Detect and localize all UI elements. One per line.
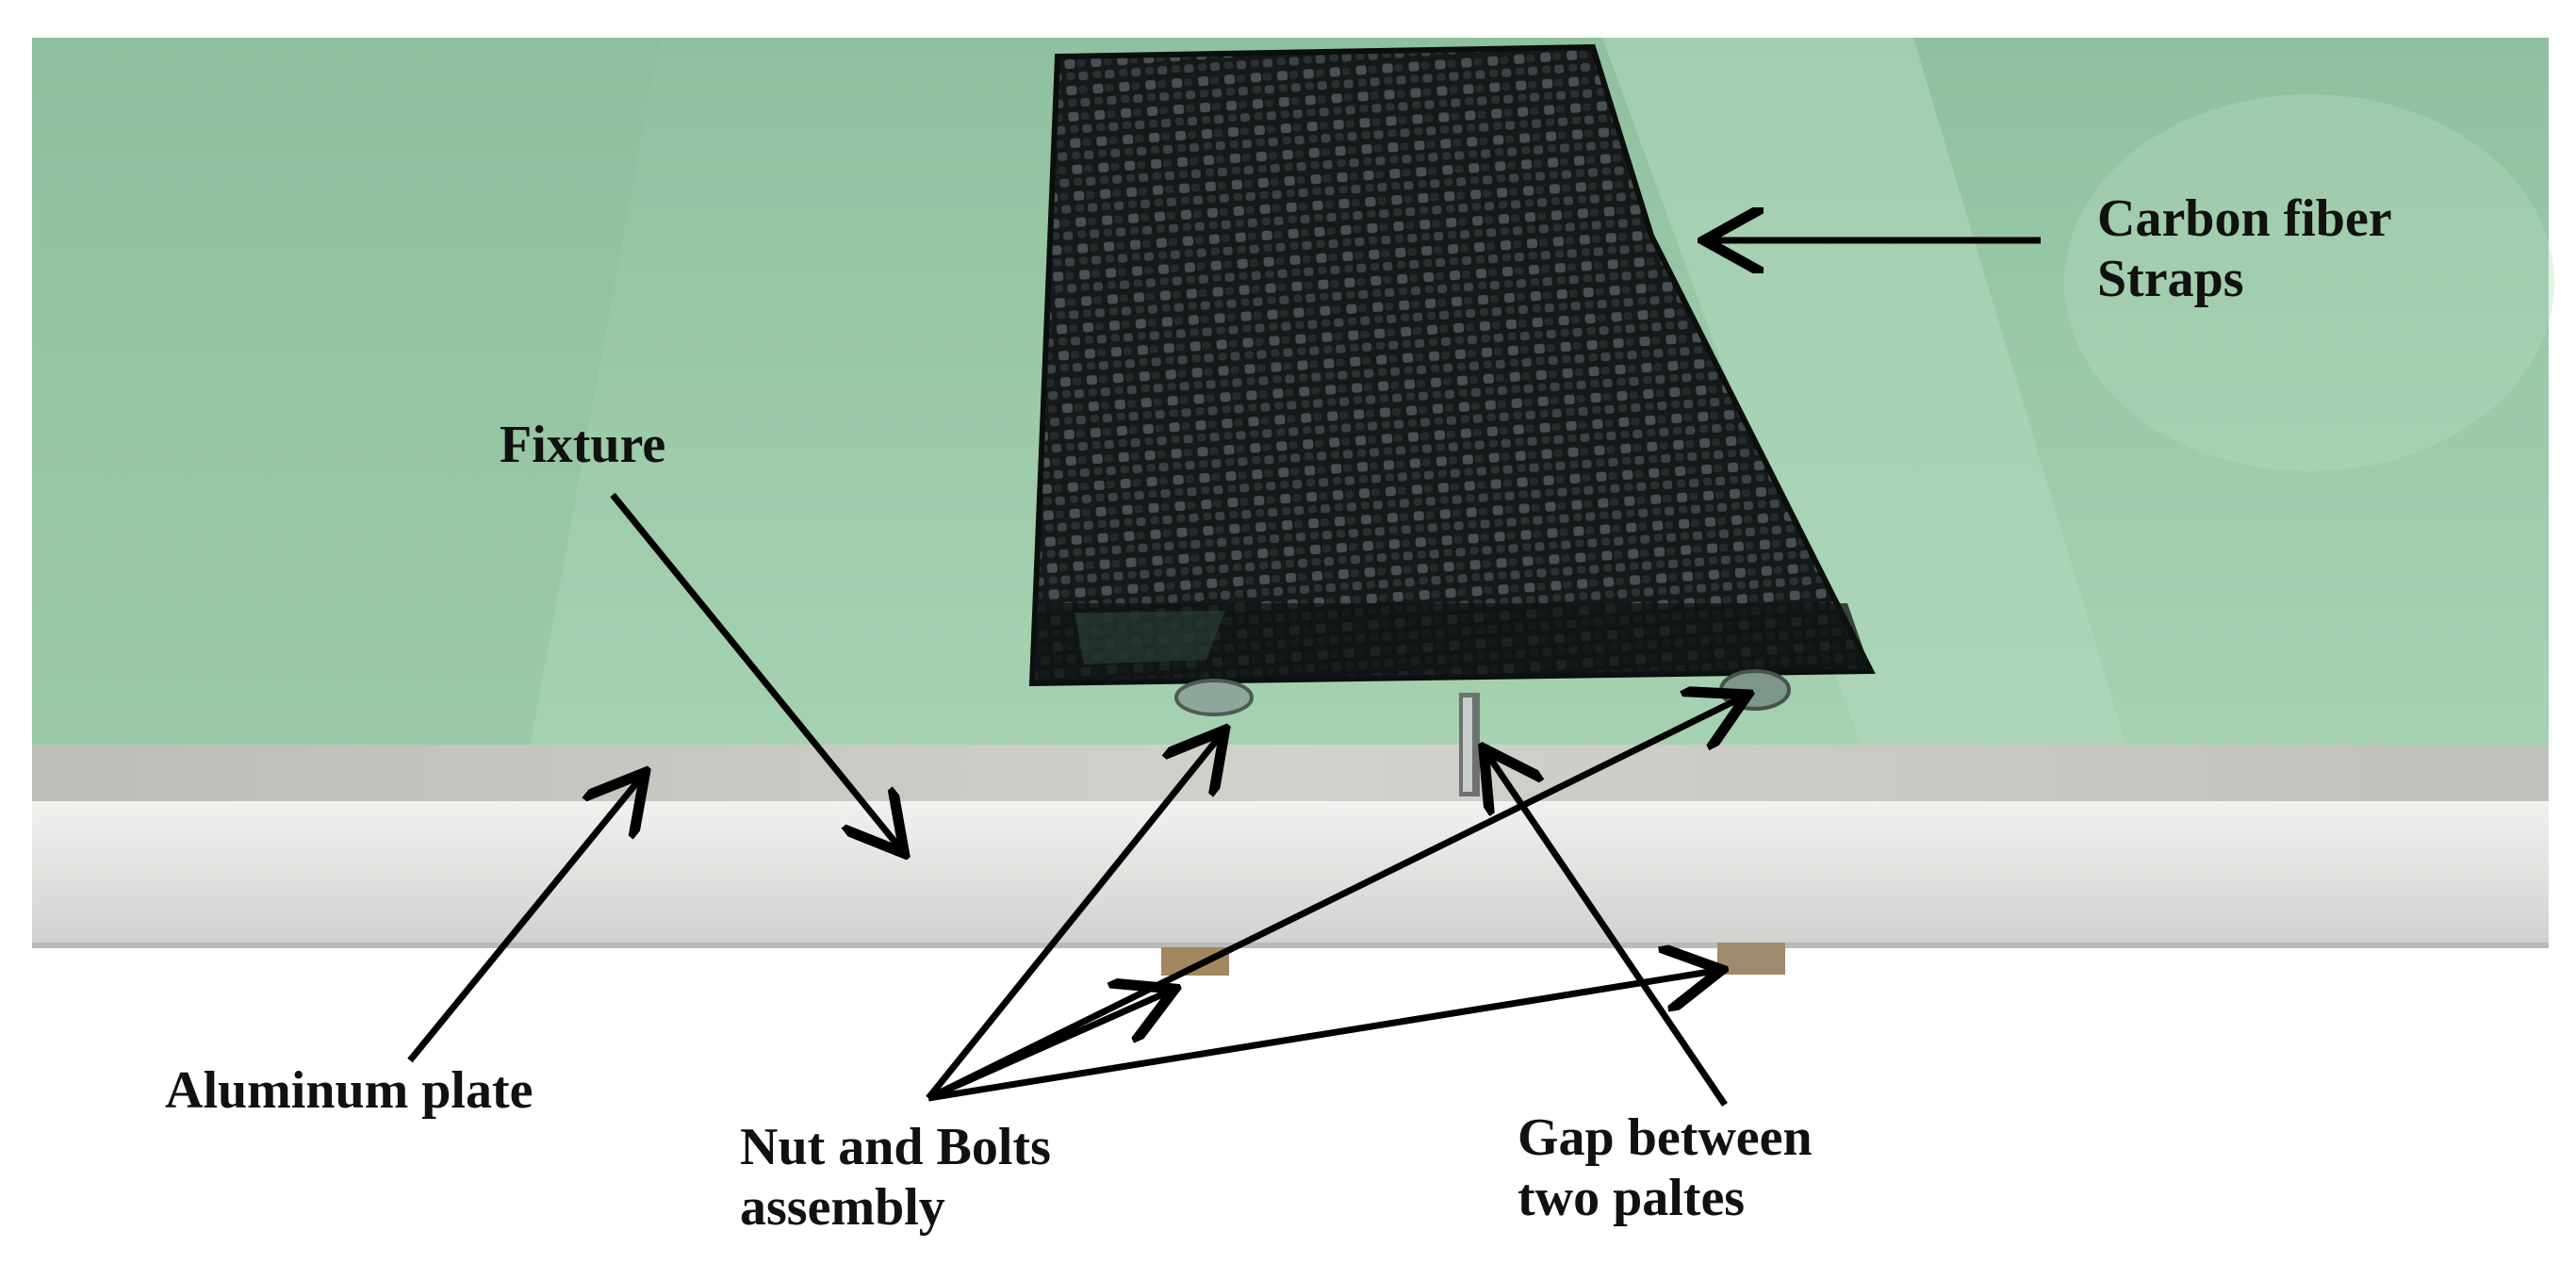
bolt-head [1174, 679, 1254, 716]
label-line: Carbon fiber [2097, 189, 2392, 248]
aluminum-plate-front [32, 801, 2549, 947]
label-line: Straps [2097, 250, 2244, 308]
label-line: assembly [740, 1178, 945, 1237]
label-gap-between-plates: Gap between two paltes [1518, 1108, 1813, 1228]
label-line: Fixture [500, 416, 666, 474]
label-line: Gap between [1518, 1108, 1813, 1167]
label-fixture: Fixture [500, 415, 665, 475]
aluminum-plate-edge [32, 745, 2549, 801]
label-line: two paltes [1518, 1169, 1746, 1227]
label-aluminum-plate: Aluminum plate [165, 1060, 533, 1121]
label-nut-and-bolts: Nut and Bolts assembly [740, 1117, 1051, 1238]
label-line: Nut and Bolts [740, 1118, 1051, 1176]
annotation-arrows [407, 240, 2041, 1107]
label-line: Aluminum plate [165, 1061, 533, 1120]
label-carbon-fiber-straps: Carbon fiber Straps [2097, 189, 2392, 309]
carbon-fiber-strap [1028, 43, 1876, 687]
nut [1717, 943, 1785, 975]
